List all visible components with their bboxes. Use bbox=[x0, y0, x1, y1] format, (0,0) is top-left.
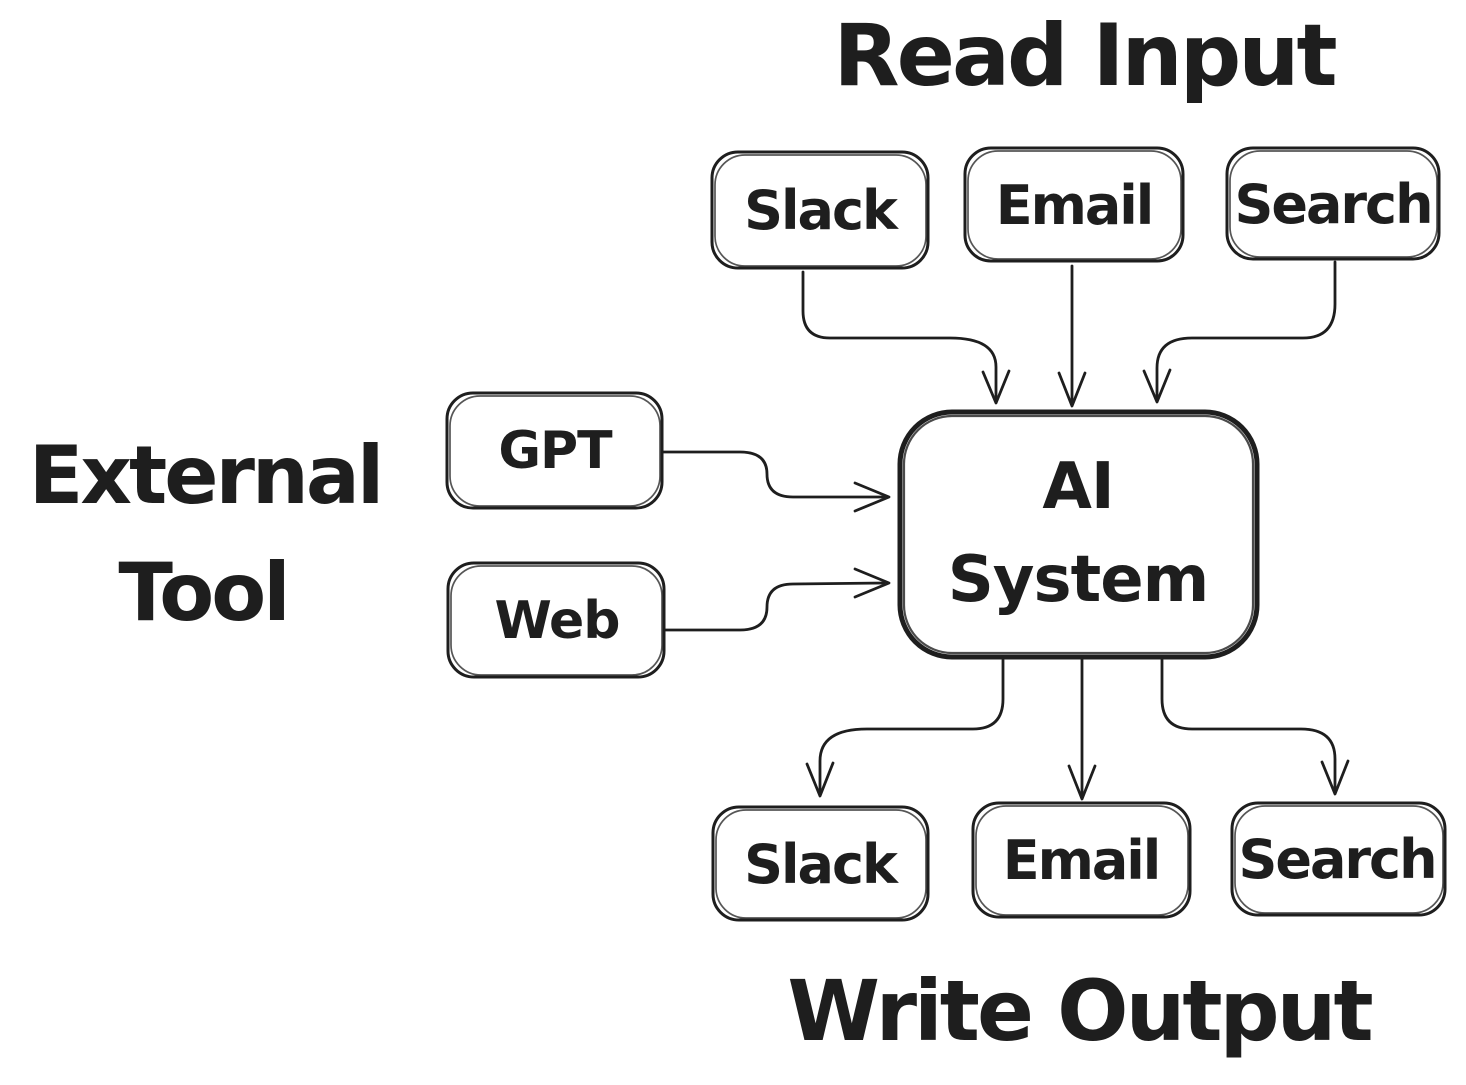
node-label-line2: System bbox=[948, 543, 1209, 617]
node-box bbox=[971, 801, 1192, 919]
arrow-gpt-to-ai bbox=[660, 450, 891, 513]
arrow-web-to-ai bbox=[662, 567, 891, 632]
node-box-sketch bbox=[1229, 150, 1438, 258]
node-box-sketch bbox=[715, 809, 927, 919]
arrow-email-input-to-ai bbox=[1057, 264, 1087, 408]
node-box-sketch bbox=[714, 154, 927, 267]
node-label: GPT bbox=[498, 421, 613, 481]
node-box bbox=[897, 409, 1260, 660]
node-search-input: Search bbox=[1225, 146, 1441, 261]
arrowhead-down-icon bbox=[805, 761, 835, 798]
arrowhead-down-icon bbox=[1067, 764, 1097, 801]
external-tool-title: External Tool bbox=[29, 429, 385, 639]
arrow-search-input-to-ai bbox=[1142, 260, 1337, 404]
node-box bbox=[446, 561, 666, 679]
node-label: Email bbox=[1003, 829, 1160, 892]
arrowhead-right-icon bbox=[853, 567, 891, 599]
node-slack-input: Slack bbox=[710, 150, 930, 270]
node-slack-output: Slack bbox=[711, 805, 930, 922]
node-box-sketch bbox=[975, 805, 1189, 916]
node-web: Web bbox=[446, 561, 666, 679]
node-box bbox=[445, 391, 664, 510]
node-email-output: Email bbox=[971, 801, 1192, 919]
node-box-sketch bbox=[450, 565, 663, 676]
node-label: Slack bbox=[744, 833, 899, 896]
node-gpt: GPT bbox=[445, 391, 664, 510]
arrow-ai-to-search-output bbox=[1160, 658, 1350, 796]
arrow-ai-to-slack-output bbox=[805, 658, 1005, 798]
node-label: Search bbox=[1238, 828, 1435, 891]
node-box bbox=[711, 805, 930, 922]
node-email-input: Email bbox=[963, 146, 1185, 263]
node-box bbox=[1225, 146, 1441, 261]
node-box-sketch bbox=[1234, 805, 1444, 914]
node-ai-system: AI System bbox=[897, 409, 1260, 660]
arrowhead-down-icon bbox=[1057, 371, 1087, 408]
arrowhead-down-icon bbox=[1320, 759, 1350, 796]
node-label: Web bbox=[495, 591, 620, 651]
external-tool-line1: External bbox=[29, 429, 382, 522]
node-label: Search bbox=[1234, 173, 1431, 236]
arrowhead-down-icon bbox=[1142, 368, 1172, 404]
node-box bbox=[1230, 801, 1447, 917]
arrow-slack-input-to-ai bbox=[801, 270, 1011, 405]
read-input-title: Read Input bbox=[833, 6, 1336, 106]
node-box-sketch bbox=[967, 150, 1182, 260]
node-box-sketch bbox=[902, 414, 1255, 655]
node-label: Slack bbox=[744, 179, 899, 242]
write-output-title: Write Output bbox=[787, 962, 1372, 1060]
external-tool-line2: Tool bbox=[118, 546, 287, 639]
node-label: Email bbox=[996, 174, 1153, 237]
node-box-sketch bbox=[449, 395, 661, 507]
arrowhead-right-icon bbox=[853, 481, 891, 513]
node-search-output: Search bbox=[1230, 801, 1447, 917]
node-box bbox=[710, 150, 930, 270]
arrow-ai-to-email-output bbox=[1067, 658, 1097, 801]
arrowhead-down-icon bbox=[981, 369, 1011, 405]
node-label-line1: AI bbox=[1042, 450, 1113, 524]
node-box bbox=[963, 146, 1185, 263]
